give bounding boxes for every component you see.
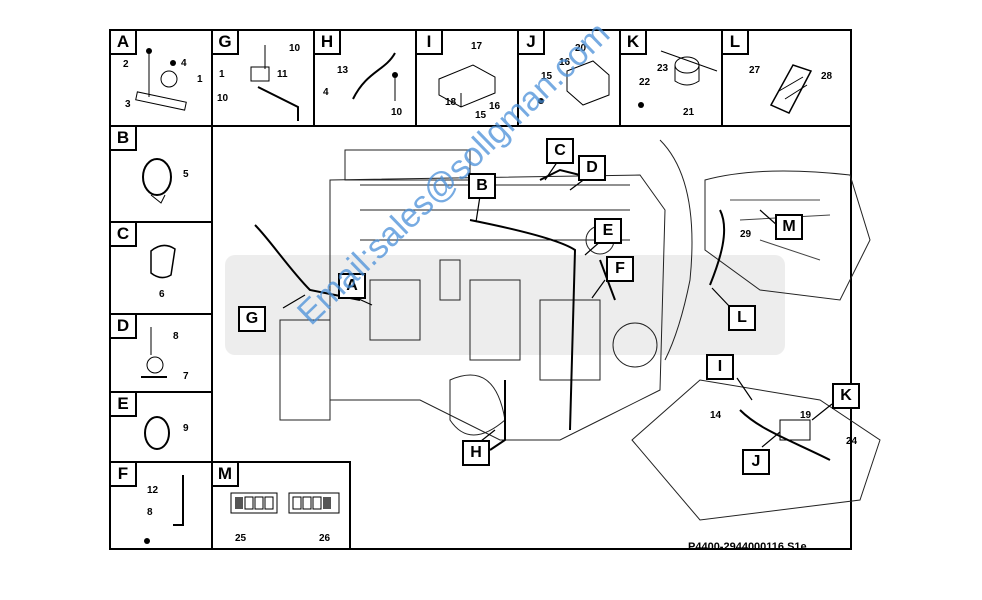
relay-box-drawing [438, 64, 496, 108]
panel-d: D 8 7 [109, 313, 213, 393]
part-number: 28 [821, 71, 833, 82]
panel-i-label: I [417, 31, 443, 55]
part-number: 27 [749, 65, 761, 76]
part-number: 29 [740, 229, 752, 240]
part-number: 26 [319, 533, 331, 544]
panel-f: F 12 8 [109, 461, 213, 550]
part-number: 10 [217, 93, 229, 104]
panel-b-label: B [111, 127, 137, 151]
part-number: 16 [489, 101, 501, 112]
part-number: 9 [183, 423, 189, 434]
panel-f-label: F [111, 463, 137, 487]
panel-h: H 13 4 10 [313, 29, 417, 127]
panel-a-label: A [111, 31, 137, 55]
panel-k: K 23 22 21 [619, 29, 723, 127]
cable-tie-drawing [142, 158, 172, 204]
strap-drawing [144, 416, 170, 450]
callout-f: F [606, 256, 634, 282]
ground-strap-drawing [352, 52, 398, 101]
part-number: 24 [846, 436, 858, 447]
part-number: 1 [197, 74, 203, 85]
callout-c: C [546, 138, 574, 164]
part-number: 8 [173, 331, 179, 342]
panel-k-label: K [621, 31, 647, 55]
part-number: 10 [391, 107, 403, 118]
part-number: 18 [445, 97, 457, 108]
part-number: 3 [125, 99, 131, 110]
part-number: 23 [657, 63, 669, 74]
callout-l: L [728, 305, 756, 331]
panel-c-label: C [111, 223, 137, 247]
pedal-drawing [769, 64, 813, 114]
p-clamp-drawing [141, 327, 167, 378]
part-number: 17 [471, 41, 483, 52]
panel-h-label: H [315, 31, 341, 55]
part-number: 21 [683, 107, 695, 118]
part-number: 14 [710, 410, 722, 421]
panel-l-label: L [723, 31, 749, 55]
panel-l: L 27 28 [721, 29, 852, 127]
panel-d-label: D [111, 315, 137, 339]
part-number: 8 [147, 507, 153, 518]
callout-d: D [578, 155, 606, 181]
panel-j-label: J [519, 31, 545, 55]
panel-e: E 9 [109, 391, 213, 463]
drawing-reference: P4400-2944000116.S1e [688, 541, 807, 553]
part-number: 2 [123, 59, 129, 70]
switch-panels-drawing [230, 492, 340, 514]
part-number: 4 [181, 58, 187, 69]
panel-m-label: M [213, 463, 239, 487]
part-number: 4 [323, 87, 329, 98]
part-number: 20 [575, 43, 587, 54]
part-number: 16 [559, 57, 571, 68]
part-number: 11 [277, 69, 288, 80]
background-logo-ghost [225, 255, 785, 355]
part-number: 13 [337, 65, 349, 76]
part-number: 19 [800, 410, 812, 421]
callout-b: B [468, 173, 496, 199]
relay-drawing [538, 60, 610, 106]
bracket-drawing [250, 45, 299, 121]
callout-k: K [832, 383, 860, 409]
part-number: 6 [159, 289, 165, 300]
callout-m: M [775, 214, 803, 240]
sensor-drawing [638, 50, 718, 108]
panel-g-label: G [213, 31, 239, 55]
panel-i: I 17 18 16 15 [415, 29, 519, 127]
callout-e: E [594, 218, 622, 244]
part-number: 7 [183, 371, 189, 382]
callout-j: J [742, 449, 770, 475]
part-number: 1 [219, 69, 225, 80]
callout-i: I [706, 354, 734, 380]
callout-a: A [338, 273, 366, 299]
part-number: 5 [183, 169, 189, 180]
callout-h: H [462, 440, 490, 466]
bracket-strip-drawing [144, 475, 184, 544]
part-number: 25 [235, 533, 247, 544]
bracket-clamp-drawing [135, 48, 187, 111]
callout-g: G [238, 306, 266, 332]
part-number: 15 [475, 110, 487, 121]
panel-m: M 25 26 [211, 461, 351, 550]
part-number: 10 [289, 43, 301, 54]
boot-drawing [150, 244, 176, 279]
part-number: 15 [541, 71, 553, 82]
panel-c: C 6 [109, 221, 213, 315]
part-number: 12 [147, 485, 159, 496]
panel-e-label: E [111, 393, 137, 417]
part-number: 22 [639, 77, 651, 88]
